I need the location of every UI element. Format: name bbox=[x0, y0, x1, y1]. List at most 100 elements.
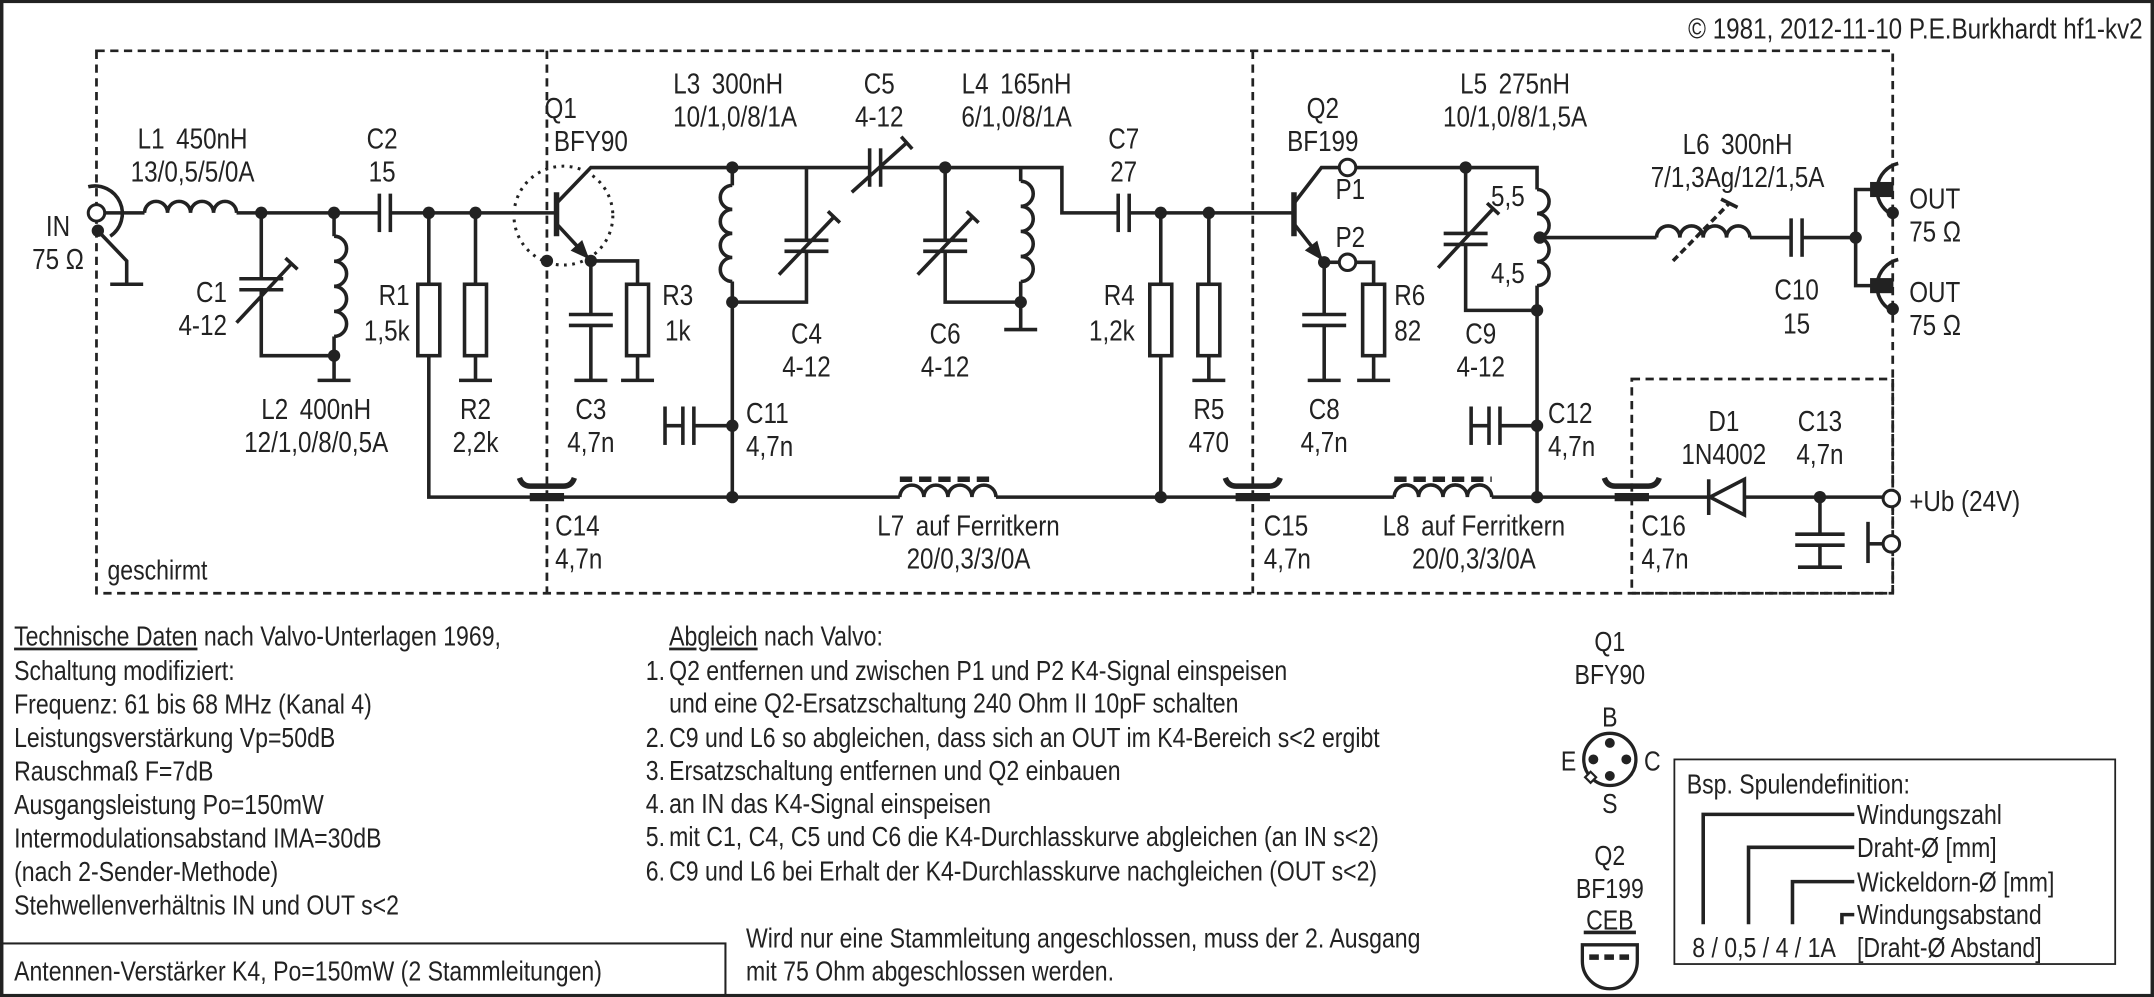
label-R4-ref: R4 bbox=[1104, 279, 1135, 311]
label-L5-spec-part: 10/1,0/8/1,5A bbox=[1443, 100, 1587, 132]
transistor-Q1-emitter-arrow bbox=[570, 239, 590, 260]
label-C3-ref-part: C3 bbox=[575, 393, 606, 425]
label-C7-value: 27 bbox=[1110, 155, 1137, 187]
pinout-q2-ref: Q2 bbox=[1594, 841, 1625, 871]
inductor-L4 bbox=[1020, 179, 1036, 284]
label-C14-ref: C14 bbox=[555, 510, 600, 542]
q1-pin-dot bbox=[1604, 737, 1615, 748]
label-Q1-ref-part: Q1 bbox=[544, 92, 576, 124]
inductor-L8 bbox=[1392, 483, 1494, 498]
label-C12-value: 4,7n bbox=[1548, 430, 1595, 462]
alignment-step-text-part: an IN das K4-Signal einspeisen bbox=[669, 789, 991, 819]
specs-line-part: Schaltung modifiziert: bbox=[14, 656, 235, 686]
test-point-P2 bbox=[1337, 252, 1358, 273]
pinout-q2-type: BF199 bbox=[1576, 874, 1644, 904]
alignment-heading-part: nach Valvo: bbox=[758, 622, 883, 652]
specs-heading-part: Technische Daten bbox=[14, 622, 197, 652]
label-R3-ref: R3 bbox=[662, 279, 693, 311]
label-C8-value-part: 4,7n bbox=[1301, 426, 1348, 458]
leader-windungsabstand bbox=[1840, 912, 1855, 925]
feedthrough-C14-plate bbox=[516, 476, 577, 489]
pinout-q2-ref-part: Q2 bbox=[1594, 841, 1625, 871]
trimmer-C1-arrow-tick bbox=[284, 256, 299, 271]
alignment-step-number: 1. bbox=[646, 656, 665, 686]
alignment-step-number-part: 5. bbox=[646, 822, 665, 852]
label-R3-value-part: 1k bbox=[665, 315, 691, 347]
pin-S-part: S bbox=[1602, 789, 1617, 819]
feedthrough-C15-plate bbox=[1222, 476, 1283, 489]
pin-E: E bbox=[1561, 747, 1576, 777]
label-C4-value: 4-12 bbox=[782, 350, 830, 382]
coil-definition-field: Windungszahl bbox=[1857, 800, 2002, 830]
label-C16-value: 4,7n bbox=[1641, 543, 1688, 575]
coil-definition-field-part: Wickeldorn-Ø [mm] bbox=[1857, 867, 2054, 897]
label-R2-value-part: 2,2k bbox=[453, 426, 499, 458]
specs-line-part: Ausgangsleistung Po=150mW bbox=[14, 790, 324, 820]
q1-pin-dot bbox=[1588, 754, 1599, 765]
alignment-step-number: 5. bbox=[646, 822, 665, 852]
supply-terminal bbox=[1881, 488, 1902, 509]
specs-line: Ausgangsleistung Po=150mW bbox=[14, 790, 324, 820]
label-Q2-value-part: BF199 bbox=[1287, 125, 1358, 157]
output-1-label-part: OUT bbox=[1909, 183, 1960, 215]
label-L4-spec: 6/1,0/8/1A bbox=[961, 100, 1072, 132]
note-line-2: mit 75 Ohm abgeschlossen werden. bbox=[746, 957, 1114, 987]
specs-line: Rauschmaß F=7dB bbox=[14, 756, 213, 786]
label-L8-part: auf Ferritkern bbox=[1421, 510, 1565, 542]
trimmer-C6-arrow bbox=[916, 215, 974, 276]
copyright: © 1981, 2012-11-10 P.E.Burkhardt hf1-kv2 bbox=[1688, 12, 2143, 44]
label-Q1-value: BFY90 bbox=[554, 125, 628, 157]
alignment-step-number: 4. bbox=[646, 789, 665, 819]
label-C13-value: 4,7n bbox=[1796, 438, 1843, 470]
label-R4-ref-part: R4 bbox=[1104, 279, 1135, 311]
label-R6-value: 82 bbox=[1394, 315, 1421, 347]
label-C9-value-part: 4-12 bbox=[1457, 350, 1505, 382]
wire bbox=[943, 251, 1021, 304]
resistor-R6 bbox=[1360, 282, 1387, 358]
label-L2-spec: 12/1,0/8/0,5A bbox=[244, 426, 388, 458]
note-line-1: Wird nur eine Stammleitung angeschlossen… bbox=[746, 924, 1420, 954]
label-C2-value: 15 bbox=[369, 155, 396, 187]
label-R6-value-part: 82 bbox=[1394, 315, 1421, 347]
trimmer-C9-arrow bbox=[1436, 207, 1495, 270]
specs-line: Schaltung modifiziert: bbox=[14, 656, 235, 686]
label-C3-ref: C3 bbox=[575, 393, 606, 425]
input-impedance: 75 Ω bbox=[32, 243, 84, 275]
input-label-part: IN bbox=[46, 210, 70, 242]
trimmer-C5-arrow-tick bbox=[899, 135, 914, 151]
label-C7-ref-part: C7 bbox=[1108, 122, 1139, 154]
copyright-part: © 1981, 2012-11-10 P.E.Burkhardt hf1-kv2 bbox=[1688, 12, 2143, 44]
label-C6-value-part: 4-12 bbox=[921, 350, 969, 382]
label-R5-value: 470 bbox=[1189, 426, 1229, 458]
label-C11-value: 4,7n bbox=[746, 430, 793, 462]
label-C5-value: 4-12 bbox=[855, 100, 903, 132]
alignment-step-text-part: Q2 entfernen und zwischen P1 und P2 K4-S… bbox=[669, 656, 1287, 686]
label-L1-spec: 13/0,5/5/0A bbox=[131, 155, 255, 187]
label-L7-spec-part: 20/0,3/3/0A bbox=[907, 543, 1031, 575]
specs-line-part: Frequenz: 61 bis 68 MHz (Kanal 4) bbox=[14, 689, 372, 719]
label-R1-value: 1,5k bbox=[364, 315, 410, 347]
wire bbox=[1853, 187, 1873, 288]
alignment-step-number: 3. bbox=[646, 756, 665, 786]
drawing-title-part: Antennen-Verstärker K4, Po=150mW (2 Stam… bbox=[14, 957, 602, 987]
specs-line: Stehwellenverhältnis IN und OUT s<2 bbox=[14, 891, 399, 921]
specs-line-part: Leistungsverstärkung Vp=50dB bbox=[14, 723, 335, 753]
label-C3-value-part: 4,7n bbox=[567, 426, 614, 458]
label-L1-spec-part: 13/0,5/5/0A bbox=[131, 155, 255, 187]
label-C13-value-part: 4,7n bbox=[1796, 438, 1843, 470]
wire bbox=[590, 259, 640, 285]
label-C12-ref: C12 bbox=[1548, 397, 1592, 429]
l5-tap-lower-part: 4,5 bbox=[1491, 257, 1525, 289]
q1-pin-dot bbox=[1621, 754, 1632, 765]
input-label: IN bbox=[46, 210, 70, 242]
label-D1-ref: D1 bbox=[1708, 405, 1739, 437]
supply-label: +Ub (24V) bbox=[1909, 485, 2020, 517]
supply-label-part: +Ub (24V) bbox=[1909, 485, 2020, 517]
label-R5-ref-part: R5 bbox=[1193, 393, 1224, 425]
pinout-q2-pins: CEB bbox=[1586, 906, 1633, 936]
label-L6-spec-part: 7/1,3Ag/12/1,5A bbox=[1651, 161, 1825, 193]
